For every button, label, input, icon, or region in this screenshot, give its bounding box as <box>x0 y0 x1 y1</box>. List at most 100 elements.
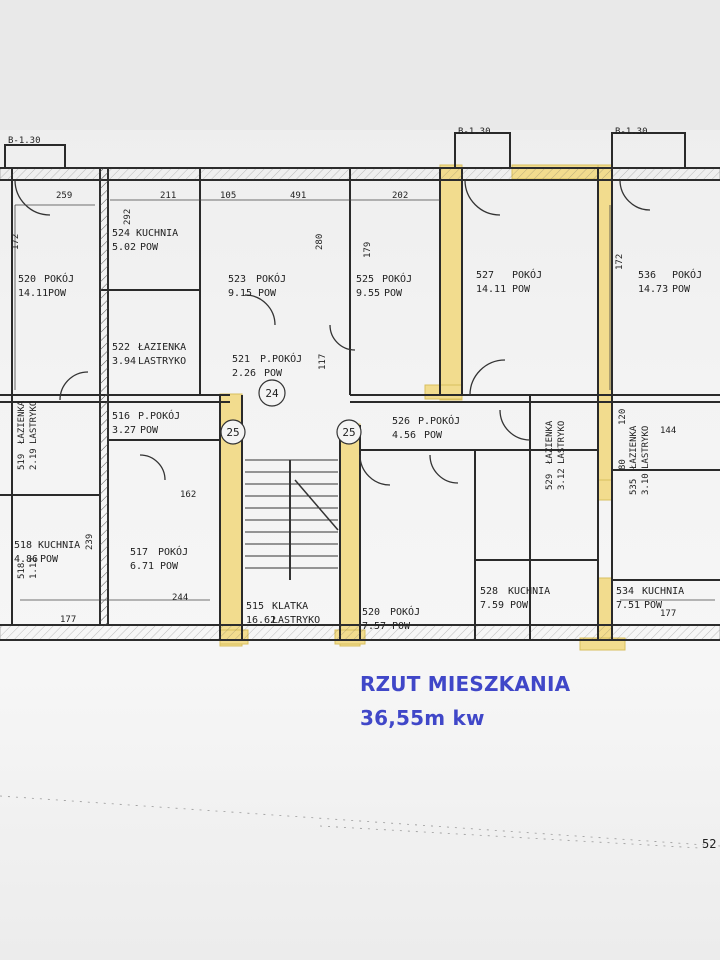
room-number: 528 <box>480 586 498 597</box>
room-area: 9.15 <box>228 288 252 299</box>
room-unit: POW <box>384 288 403 299</box>
room-area: 7.59 <box>480 600 504 611</box>
balconies <box>4 132 686 168</box>
edge-text: 52 <box>702 837 716 851</box>
caption-title: RZUT MIESZKANIA <box>360 672 571 696</box>
balcony-label: B-1.30 <box>615 127 648 137</box>
room-area: 1.12 <box>29 557 39 579</box>
room-number: 522 <box>112 342 130 353</box>
room-name: ŁAZIENKA <box>17 400 27 445</box>
room-unit: POW <box>160 561 179 572</box>
room-name: POKÓJ <box>158 545 188 558</box>
balcony-label: B-1.30 <box>8 136 41 146</box>
dimension-label: 292 <box>123 209 133 225</box>
room-unit: POW <box>392 621 411 632</box>
room-area: 5.02 <box>112 242 136 253</box>
room-number: 526 <box>392 416 410 427</box>
room-area: 2.26 <box>232 368 256 379</box>
dimension-label: 80 <box>618 459 628 470</box>
room-label: 524 KUCHNIA 5.02 POW <box>112 228 178 253</box>
room-unit: POW <box>140 425 159 436</box>
dimension-label: 244 <box>172 593 188 603</box>
room-name: POKÓJ <box>512 268 542 281</box>
room-label: 518 KUCHNIA 4.86 POW <box>14 540 80 565</box>
room-unit: POW <box>672 284 691 295</box>
dimension-label: 120 <box>618 409 628 425</box>
room-name: P.POKÓJ <box>260 352 302 365</box>
room-name: KUCHNIA <box>136 228 178 239</box>
room-label: 525 POKÓJ 9.55 POW <box>356 272 412 299</box>
dimension-label: 239 <box>85 534 95 550</box>
room-name: KUCHNIA <box>508 586 550 597</box>
room-label: 522 ŁAZIENKA 3.94 LASTRYKO <box>112 342 186 367</box>
marker-label: 25 <box>226 426 239 439</box>
room-name: KUCHNIA <box>642 586 684 597</box>
room-number: 517 <box>130 547 148 558</box>
room-number: 523 <box>228 274 246 285</box>
room-name: POKÓJ <box>672 268 702 281</box>
room-unit: POW <box>258 288 277 299</box>
room-name: POKÓJ <box>390 605 420 618</box>
room-unit: LASTRYKO <box>138 356 186 367</box>
room-label: 523 POKÓJ 9.15 POW <box>228 272 286 299</box>
balcony-label: B-1.30 <box>458 127 491 137</box>
room-name: ŁAZIENKA <box>629 425 639 470</box>
room-area: 7.57 <box>362 621 386 632</box>
dimension-label: 491 <box>290 191 306 201</box>
room-area: 14.11 <box>18 288 48 299</box>
dimension-label: 172 <box>615 254 625 270</box>
dimension-label: 172 <box>11 234 21 250</box>
room-labels: 520 POKÓJ 14.11 POW 524 KUCHNIA 5.02 POW… <box>14 228 702 632</box>
room-number: 525 <box>356 274 374 285</box>
room-unit: POW <box>512 284 531 295</box>
room-number: 515 <box>246 601 264 612</box>
room-name: KUCHNIA <box>38 540 80 551</box>
room-label: 526 P.POKÓJ 4.56 POW <box>392 414 460 441</box>
room-number: 527 <box>476 270 494 281</box>
room-area: 9.55 <box>356 288 380 299</box>
room-unit: LASTRYKO <box>641 426 651 469</box>
dimension-label: 105 <box>220 191 236 201</box>
room-unit: POW <box>264 368 283 379</box>
room-number: 524 <box>112 228 130 239</box>
staircase <box>245 459 339 580</box>
room-number: 534 <box>616 586 634 597</box>
room-unit: POW <box>40 554 59 565</box>
room-name: P.POKÓJ <box>138 409 180 422</box>
marker-label: 24 <box>265 387 279 400</box>
room-label: 536 POKÓJ 14.73 POW <box>638 268 702 295</box>
room-name: P.POKÓJ <box>418 414 460 427</box>
room-area: 3.94 <box>112 356 136 367</box>
room-area: 16.62 <box>246 615 276 626</box>
room-unit: POW <box>140 242 159 253</box>
room-number: 520 <box>18 274 36 285</box>
room-area: 4.56 <box>392 430 416 441</box>
dimension-lines <box>14 199 715 601</box>
paper-top <box>0 0 720 130</box>
room-unit: POW <box>424 430 443 441</box>
room-label: 534 KUCHNIA 7.51 POW <box>616 586 684 611</box>
room-number: 521 <box>232 354 250 365</box>
bathroom-labels: 529 ŁAZIENKA 3.12 LASTRYKO 535 ŁAZIENKA … <box>17 400 651 579</box>
room-label: 515 KLATKA 16.62 LASTRYKO <box>246 601 320 626</box>
room-area: 14.11 <box>476 284 506 295</box>
room-number: 518 <box>14 540 32 551</box>
room-unit: POW <box>510 600 529 611</box>
room-area: 6.71 <box>130 561 154 572</box>
dimension-label: 144 <box>660 426 676 436</box>
room-area: 4.86 <box>14 554 38 565</box>
scan-noise <box>0 795 720 849</box>
room-name: KLATKA <box>272 601 308 612</box>
caption-area: 36,55m kw <box>360 706 485 730</box>
dimension-label: 202 <box>392 191 408 201</box>
room-number: 518 <box>17 563 27 579</box>
room-area: 7.51 <box>616 600 640 611</box>
dimension-label: 259 <box>56 191 72 201</box>
level-markers <box>220 379 362 445</box>
dimension-label: 177 <box>660 609 676 619</box>
room-name: ŁAZIENKA <box>137 342 186 353</box>
dimension-label: 280 <box>315 234 325 250</box>
room-label: 528 KUCHNIA 7.59 POW <box>480 586 550 611</box>
marker-label: 25 <box>342 426 355 439</box>
